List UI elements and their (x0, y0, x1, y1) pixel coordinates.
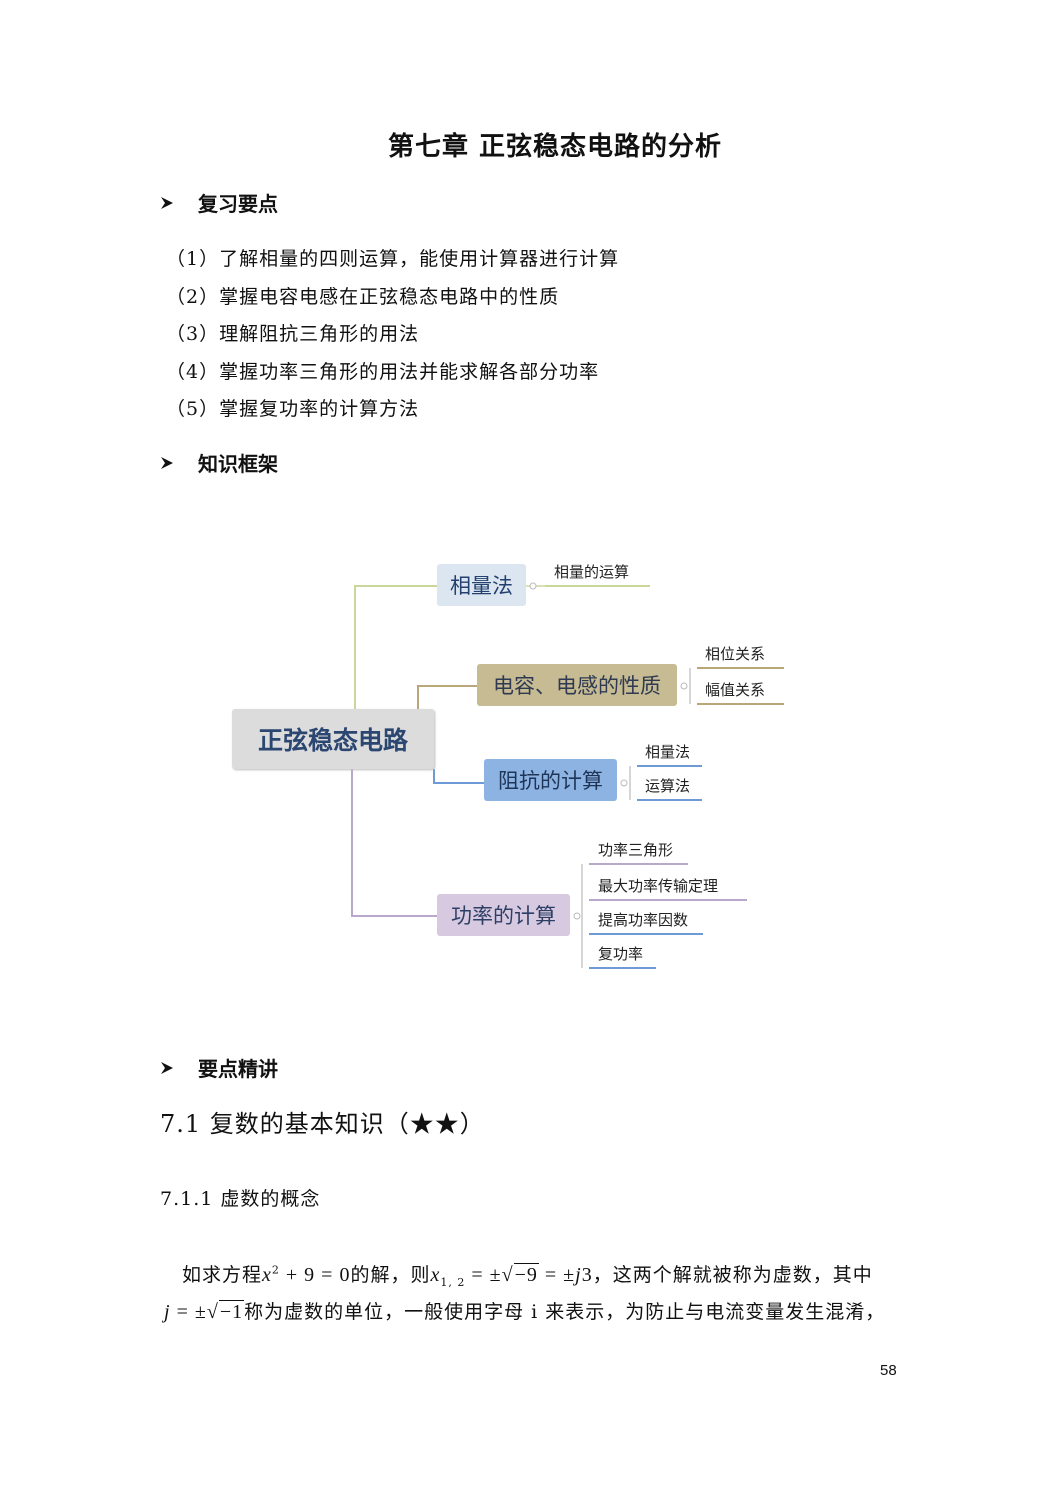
section-review-label: 复习要点 (198, 192, 278, 216)
section-keypoints: 要点精讲 (160, 1053, 278, 1082)
paragraph-line-1: 如求方程x2 + 9 = 0的解，则x1, 2 = ±√−9 = ±j3，这两个… (182, 1263, 873, 1289)
heading-7-1: 7.1 复数的基本知识（★★） (160, 1110, 485, 1138)
review-item: （5）掌握复功率的计算方法 (166, 398, 420, 420)
page-number: 58 (880, 1362, 897, 1379)
review-item: （2）掌握电容电感在正弦稳态电路中的性质 (166, 286, 560, 308)
mind-map-leaf: 相位关系 (705, 645, 766, 663)
mind-map-root: 正弦稳态电路 (232, 709, 434, 769)
mind-map-leaf: 运算法 (645, 777, 691, 795)
chapter-title: 第七章 正弦稳态电路的分析 (387, 132, 723, 162)
mind-map-leaf: 功率三角形 (598, 841, 674, 859)
section-review: 复习要点 (160, 188, 278, 217)
section-framework: 知识框架 (160, 448, 278, 477)
mind-map-leaf: 幅值关系 (705, 681, 766, 699)
section-keypoints-label: 要点精讲 (198, 1057, 278, 1081)
mind-map-leaf: 提高功率因数 (598, 911, 689, 929)
mind-map-branch-cap-ind: 电容、电感的性质 (477, 664, 677, 706)
mind-map-leaf: 复功率 (598, 945, 644, 963)
review-item: （3）理解阻抗三角形的用法 (166, 323, 420, 345)
mind-map-branch-phasor: 相量法 (437, 564, 526, 606)
mind-map-branch-power: 功率的计算 (437, 894, 570, 936)
mind-map-leaf: 最大功率传输定理 (598, 877, 719, 895)
section-framework-label: 知识框架 (198, 452, 278, 476)
arrowhead-bullet-icon (161, 1061, 173, 1074)
mind-map-leaf: 相量的运算 (554, 563, 630, 581)
mind-map-branch-impedance: 阻抗的计算 (484, 759, 617, 801)
mind-map-leaf: 相量法 (645, 743, 691, 761)
arrowhead-bullet-icon (161, 196, 173, 209)
paragraph-line-2: j = ±√−1称为虚数的单位，一般使用字母 i 来表示，为防止与电流变量发生混… (164, 1300, 886, 1323)
review-item: （4）掌握功率三角形的用法并能求解各部分功率 (166, 361, 600, 383)
review-item: （1）了解相量的四则运算，能使用计算器进行计算 (166, 248, 620, 270)
arrowhead-bullet-icon (161, 456, 173, 469)
heading-7-1-1: 7.1.1 虚数的概念 (160, 1188, 321, 1210)
